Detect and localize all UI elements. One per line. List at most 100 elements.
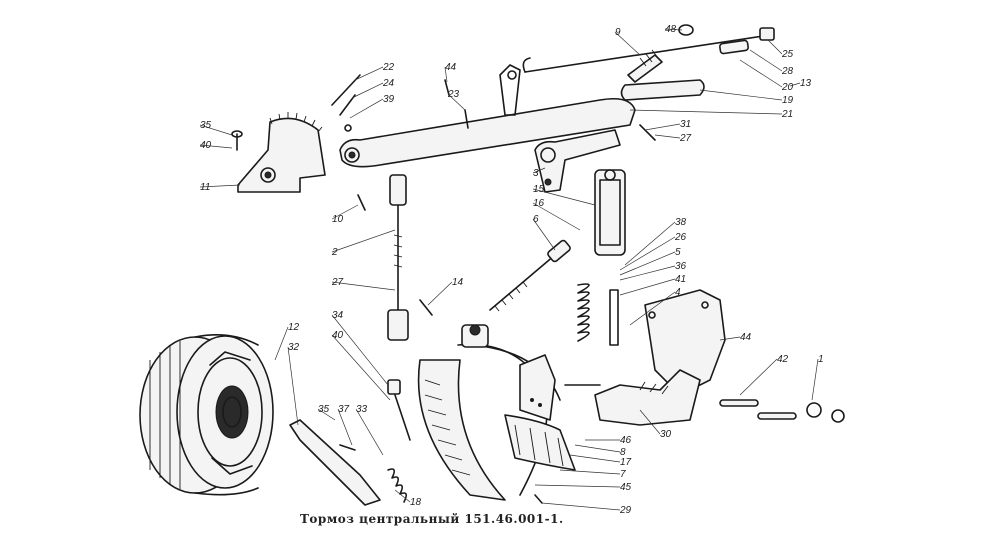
leader-line: [274, 326, 289, 361]
leader-line: [629, 291, 676, 326]
part-number-label: 8: [620, 447, 626, 458]
leader-line: [532, 218, 556, 251]
leader-line: [739, 358, 778, 396]
part-number-label: 32: [288, 342, 300, 353]
leader-line: [354, 66, 384, 81]
main-lever: [339, 64, 636, 168]
part-number-label: 19: [782, 95, 794, 106]
leader-line: [559, 469, 621, 475]
leader-line: [331, 334, 391, 401]
leader-line: [619, 265, 676, 281]
leader-line: [699, 89, 783, 101]
part-number-label: 20: [781, 82, 794, 93]
part-number-label: 44: [445, 62, 457, 73]
part-number-label: 23: [447, 89, 460, 100]
leader-line: [287, 346, 299, 426]
part-number-label: 4: [675, 287, 681, 298]
leader-line: [619, 278, 676, 296]
part-number-label: 15: [533, 184, 545, 195]
part-number-label: 41: [675, 274, 686, 285]
leader-line: [331, 204, 359, 220]
leader-line: [351, 82, 384, 99]
part-number-label: 10: [332, 214, 344, 225]
toothed-lever: [594, 369, 701, 426]
part-number-label: 28: [781, 66, 794, 77]
leader-line: [624, 221, 676, 266]
part-number-label: 26: [674, 232, 687, 243]
part-number-label: 3: [533, 168, 539, 179]
part-number-label: 35: [200, 120, 212, 131]
part-number-label: 1: [818, 354, 824, 365]
part-number-label: 16: [533, 198, 545, 209]
leader-line: [749, 49, 783, 72]
band-anchor: [519, 354, 556, 421]
leader-line: [532, 188, 596, 206]
leader-line: [394, 489, 411, 503]
leader-line: [199, 184, 241, 188]
leader-line: [349, 98, 384, 119]
leader-line: [654, 134, 681, 139]
leader-line: [337, 408, 353, 446]
part-number-label: 14: [452, 277, 464, 288]
shaft: [620, 79, 705, 101]
leader-line: [574, 444, 621, 453]
bracket: [644, 289, 726, 396]
leader-line: [629, 109, 783, 115]
part-number-label: 27: [331, 277, 344, 288]
part-number-label: 40: [332, 330, 344, 341]
leader-line: [569, 454, 621, 463]
figure-caption: Тормоз центральный 151.46.001-1.: [300, 512, 564, 526]
part-number-label: 46: [620, 435, 632, 446]
part-number-label: 13: [800, 78, 812, 89]
arm-with-spring: [289, 379, 411, 506]
part-number-label: 34: [332, 310, 344, 321]
leader-line: [532, 167, 546, 174]
leader-line: [331, 229, 396, 253]
leader-line: [644, 123, 681, 131]
part-number-label: 17: [620, 457, 632, 468]
part-number-label: 22: [382, 62, 395, 73]
lining-segment: [504, 414, 576, 471]
part-number-label: 27: [679, 133, 692, 144]
leader-line: [614, 31, 641, 56]
bell-crank: [534, 129, 621, 193]
leader-line: [767, 39, 783, 55]
leader-line: [532, 202, 581, 231]
leader-line: [199, 124, 233, 136]
part-number-label: 45: [620, 482, 632, 493]
leader-line: [739, 59, 783, 88]
part-number-label: 44: [740, 332, 752, 343]
leader-line: [664, 28, 683, 31]
part-number-label: 18: [410, 497, 422, 508]
part-number-label: 24: [382, 78, 395, 89]
leader-line: [331, 281, 396, 291]
part-number-label: 48: [665, 24, 677, 35]
leader-line: [427, 281, 453, 306]
gear-sector: [237, 112, 326, 193]
leader-line: [199, 144, 233, 149]
part-number-label: 25: [781, 49, 794, 60]
leader-line: [534, 484, 621, 488]
fork: [594, 169, 626, 256]
part-number-label: 37: [338, 404, 350, 415]
part-number-label: 40: [200, 140, 212, 151]
part-number-label: 11: [200, 182, 210, 193]
part-number-label: 9: [615, 27, 621, 38]
part-number-label: 31: [680, 119, 691, 130]
leader-line: [331, 314, 389, 386]
part-number-label: 39: [383, 94, 395, 105]
part-number-label: 38: [675, 217, 687, 228]
part-number-label: 33: [356, 404, 368, 415]
part-number-label: 6: [533, 214, 539, 225]
leader-line: [789, 82, 801, 87]
spring: [577, 283, 619, 346]
leader-line: [444, 66, 448, 83]
leader-line: [317, 408, 336, 421]
adjusting-rod: [489, 239, 571, 312]
pins-and-washers: [719, 399, 845, 423]
leader-line: [619, 236, 676, 271]
part-number-label: 36: [675, 261, 687, 272]
pull-rod: [387, 174, 409, 341]
